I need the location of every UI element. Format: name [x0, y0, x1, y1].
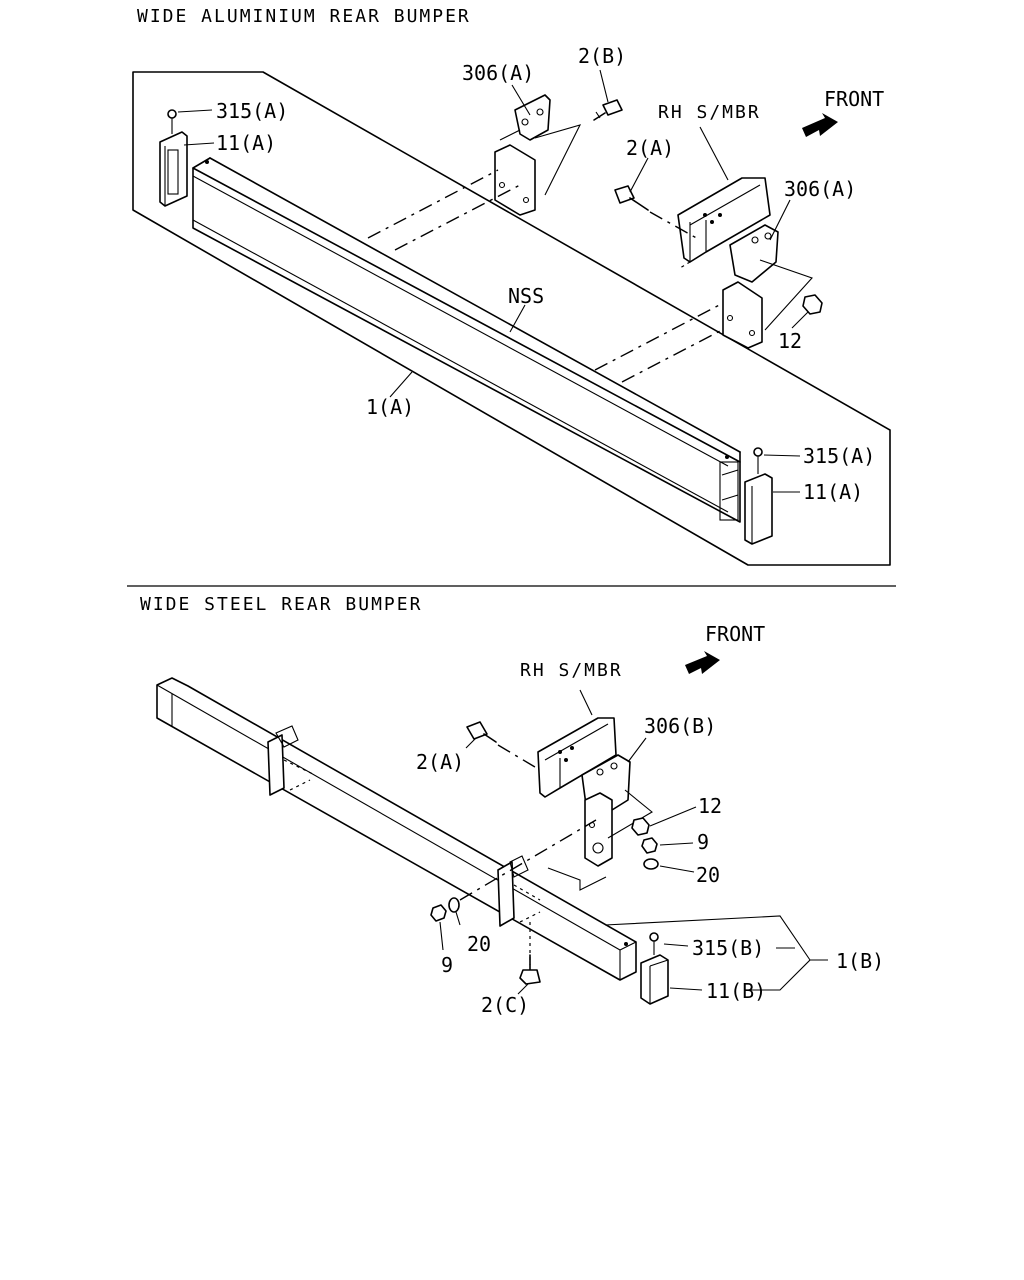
label-2a-bottom: 2(A) [416, 750, 464, 774]
label-12-top: 12 [778, 329, 802, 353]
section-title: WIDE STEEL REAR BUMPER [140, 594, 422, 615]
label-315a-bot: 315(A) [803, 444, 875, 468]
label-315a-top: 315(A) [216, 99, 288, 123]
end-cap-right [744, 447, 773, 545]
label-20-right: 20 [696, 863, 720, 887]
screw-315b [649, 932, 659, 955]
front-arrow-icon [802, 113, 838, 137]
label-1b: 1(B) [836, 949, 884, 973]
bolt-2a-bottom [466, 721, 497, 743]
section-title: WIDE ALUMINIUM REAR BUMPER [137, 6, 471, 27]
bolt-2a-top [614, 185, 701, 241]
label-315b: 315(B) [692, 936, 764, 960]
label-306a-right: 306(A) [784, 177, 856, 201]
steel-bumper-section: WIDE STEEL REAR BUMPER FRONT [140, 594, 884, 1017]
label-1a: 1(A) [366, 395, 414, 419]
aluminium-bumper-section: WIDE ALUMINIUM REAR BUMPER FRONT [132, 6, 891, 566]
nut-12-top [802, 294, 823, 315]
bracket-306a-left [494, 94, 582, 216]
label-20-left: 20 [467, 932, 491, 956]
label-11b: 11(B) [706, 979, 766, 1003]
bracket-306a-right [722, 224, 813, 349]
label-rh-smbr-bottom: RH S/MBR [520, 660, 623, 681]
label-306a-top: 306(A) [462, 61, 534, 85]
label-nss: NSS [508, 284, 544, 308]
front-label: FRONT [824, 87, 884, 111]
front-arrow-icon [685, 651, 720, 674]
washer-20-left [448, 897, 460, 913]
bracket-306b [581, 754, 653, 867]
label-11a-bot: 11(A) [803, 480, 863, 504]
section-frame [132, 71, 891, 566]
label-2c: 2(C) [481, 993, 529, 1017]
label-rh-smbr-top: RH S/MBR [658, 102, 761, 123]
front-label: FRONT [705, 622, 765, 646]
bumper-beam [192, 157, 741, 523]
steel-bumper-beam [156, 677, 637, 981]
label-9-left: 9 [441, 953, 453, 977]
nut-9-right [641, 837, 658, 854]
washer-20-right [643, 858, 659, 870]
end-cap-left [159, 131, 188, 207]
label-2a-top: 2(A) [626, 136, 674, 160]
label-11a-top: 11(A) [216, 131, 276, 155]
screw-315a-top [167, 109, 177, 134]
label-12-bottom: 12 [698, 794, 722, 818]
bolt-2b [593, 99, 623, 121]
label-2b: 2(B) [578, 44, 626, 68]
bolt-2c [519, 922, 541, 985]
label-9-right: 9 [697, 830, 709, 854]
end-cap-11b [640, 954, 669, 1005]
nut-12-bottom [631, 817, 650, 836]
rh-side-member-top [677, 177, 771, 269]
label-306b: 306(B) [644, 714, 716, 738]
nut-9-left [430, 904, 447, 922]
